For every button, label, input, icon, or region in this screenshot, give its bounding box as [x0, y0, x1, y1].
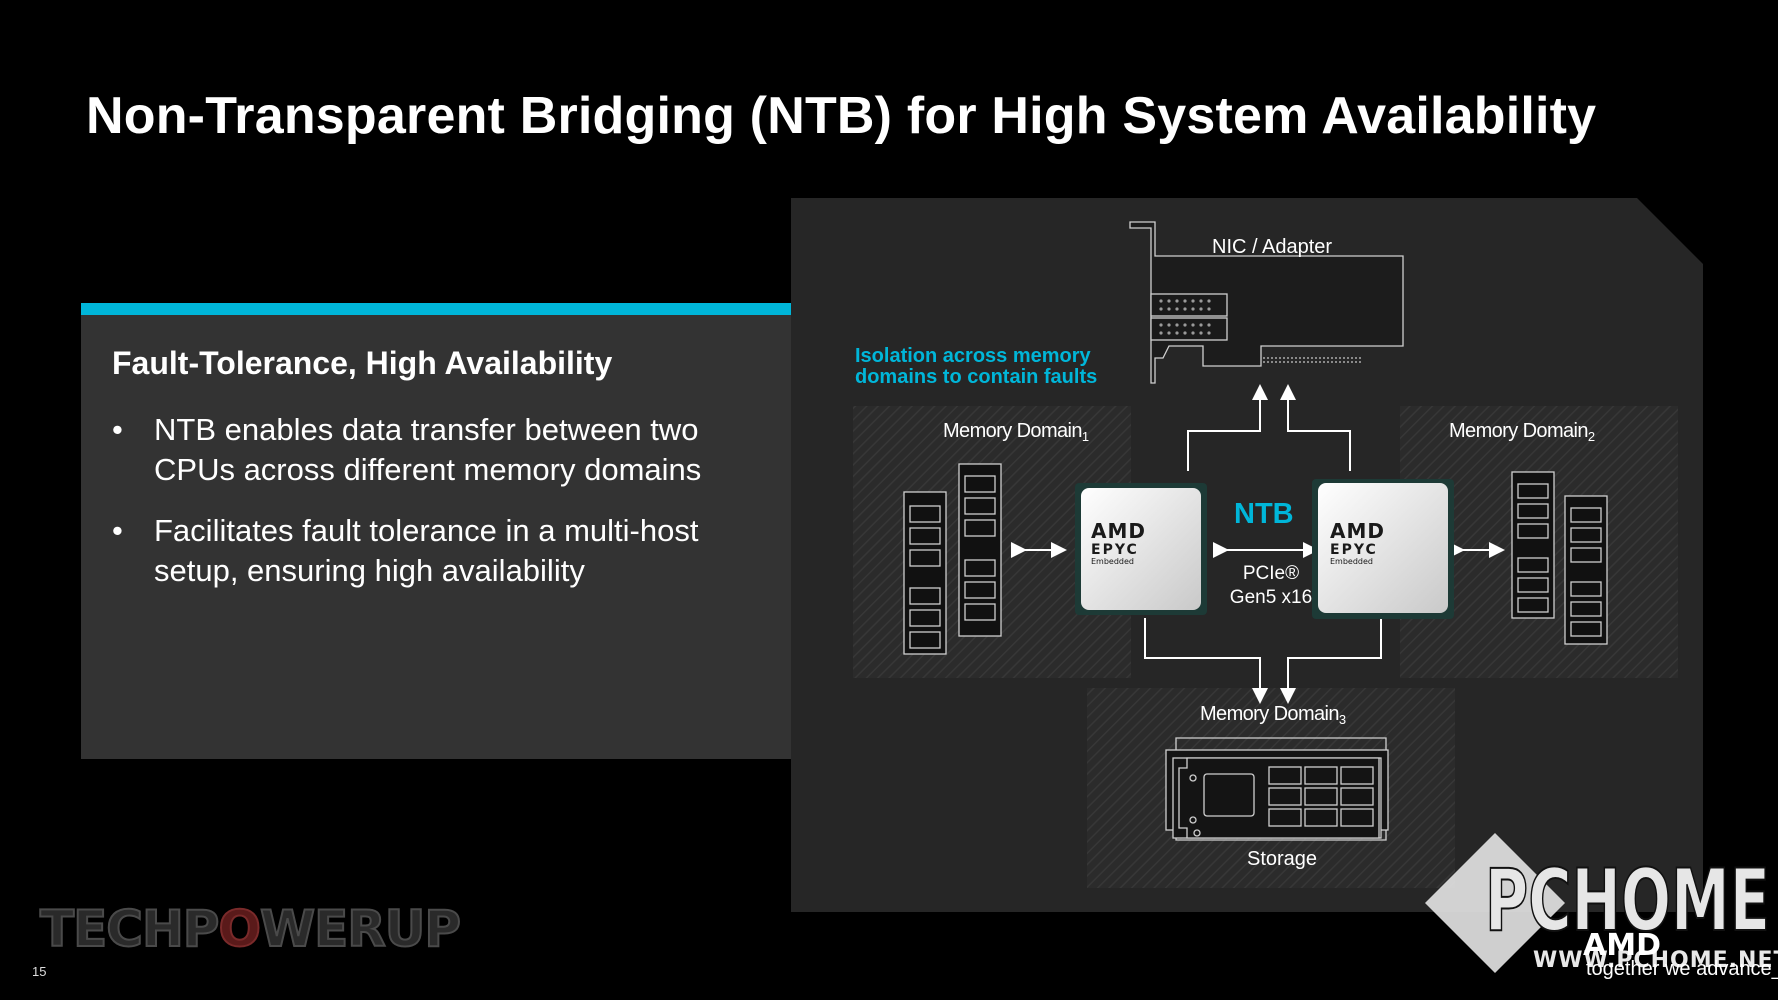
cpu-2-brand: AMD	[1330, 519, 1385, 543]
memory-domain-3-subscript: 3	[1338, 712, 1346, 727]
power-icon: O	[217, 899, 261, 959]
cpu-1-variant: Embedded	[1091, 557, 1135, 566]
cpu-1-logo: AMD EPYC Embedded	[1091, 519, 1146, 567]
cpu-1-family: EPYC	[1091, 542, 1139, 558]
isolation-label: Isolation across memory domains to conta…	[855, 346, 1097, 388]
pchome-text: PCHOME	[1485, 851, 1770, 951]
cpu1-to-nic-connector	[1187, 384, 1268, 471]
cpu-1-icon	[1075, 483, 1207, 615]
link-spec-line2: Gen5 x16	[1229, 587, 1313, 608]
techpowerup-text-a: TECHP	[39, 899, 220, 959]
diagram-graphic	[791, 198, 1703, 912]
cpu-2-icon	[1312, 479, 1454, 619]
memory-domain-2-subscript: 2	[1587, 429, 1595, 444]
link-spec-label: PCIe® Gen5 x16	[1223, 562, 1319, 610]
techpowerup-text-b: WERUP	[259, 899, 462, 959]
memory-domain-1-text: Memory Domain	[943, 420, 1083, 442]
isolation-label-line1: Isolation across memory	[855, 345, 1091, 367]
amd-tagline: together we advance_	[1586, 958, 1778, 980]
pchome-logo-icon: PCHOME	[1425, 833, 1771, 973]
slide-title: Non-Transparent Bridging (NTB) for High …	[86, 87, 1597, 145]
amd-footer-logo: AMD	[1583, 928, 1661, 963]
storage-label: Storage	[1247, 848, 1318, 870]
cpu1-to-storage-connector	[1144, 618, 1268, 704]
bullet-text: NTB enables data transfer between two CP…	[154, 412, 702, 487]
page-number: 15	[32, 964, 47, 979]
techpowerup-watermark: TECHPOWERUP	[39, 899, 462, 959]
memory-domain-1-subscript: 1	[1081, 429, 1089, 444]
bullet-dot: •	[112, 513, 123, 548]
cpu-2-variant: Embedded	[1330, 557, 1374, 566]
bullet-dot: •	[112, 412, 123, 447]
memory-domain-3-label: Memory Domain3	[1200, 703, 1346, 727]
ntb-label: NTB	[1234, 498, 1294, 530]
memory-domain-2-label: Memory Domain2	[1449, 420, 1595, 444]
cpu2-to-storage-connector	[1280, 618, 1382, 704]
memory-domain-1-label: Memory Domain1	[943, 420, 1089, 444]
text-panel: Fault-Tolerance, High Availability • NTB…	[81, 315, 791, 759]
memory-domain-3-text: Memory Domain	[1200, 703, 1340, 725]
panel-heading: Fault-Tolerance, High Availability	[112, 345, 613, 381]
storage-icon	[1165, 737, 1389, 841]
isolation-label-line2: domains to contain faults	[855, 366, 1098, 388]
link-spec-line1: PCIe®	[1242, 563, 1300, 584]
dimm-group-1-icon	[903, 463, 1002, 655]
bullet-text: Facilitates fault tolerance in a multi-h…	[154, 513, 699, 588]
cpu-2-family: EPYC	[1330, 542, 1378, 558]
memory-domain-2-text: Memory Domain	[1449, 420, 1589, 442]
accent-bar	[81, 303, 791, 315]
nic-adapter-label: NIC / Adapter	[1212, 236, 1333, 258]
nic-card-icon	[1129, 221, 1404, 384]
cpu-1-brand: AMD	[1091, 519, 1146, 543]
cpu2-to-nic-connector	[1280, 384, 1351, 471]
pchome-watermark: PCHOME	[1425, 828, 1778, 983]
diagram-panel: NIC / Adapter Isolation across memory do…	[791, 198, 1703, 912]
cpu-2-logo: AMD EPYC Embedded	[1330, 519, 1385, 567]
pchome-url: WWW.PCHOME.NET	[1533, 948, 1778, 973]
dimm-group-2-icon	[1511, 471, 1608, 645]
